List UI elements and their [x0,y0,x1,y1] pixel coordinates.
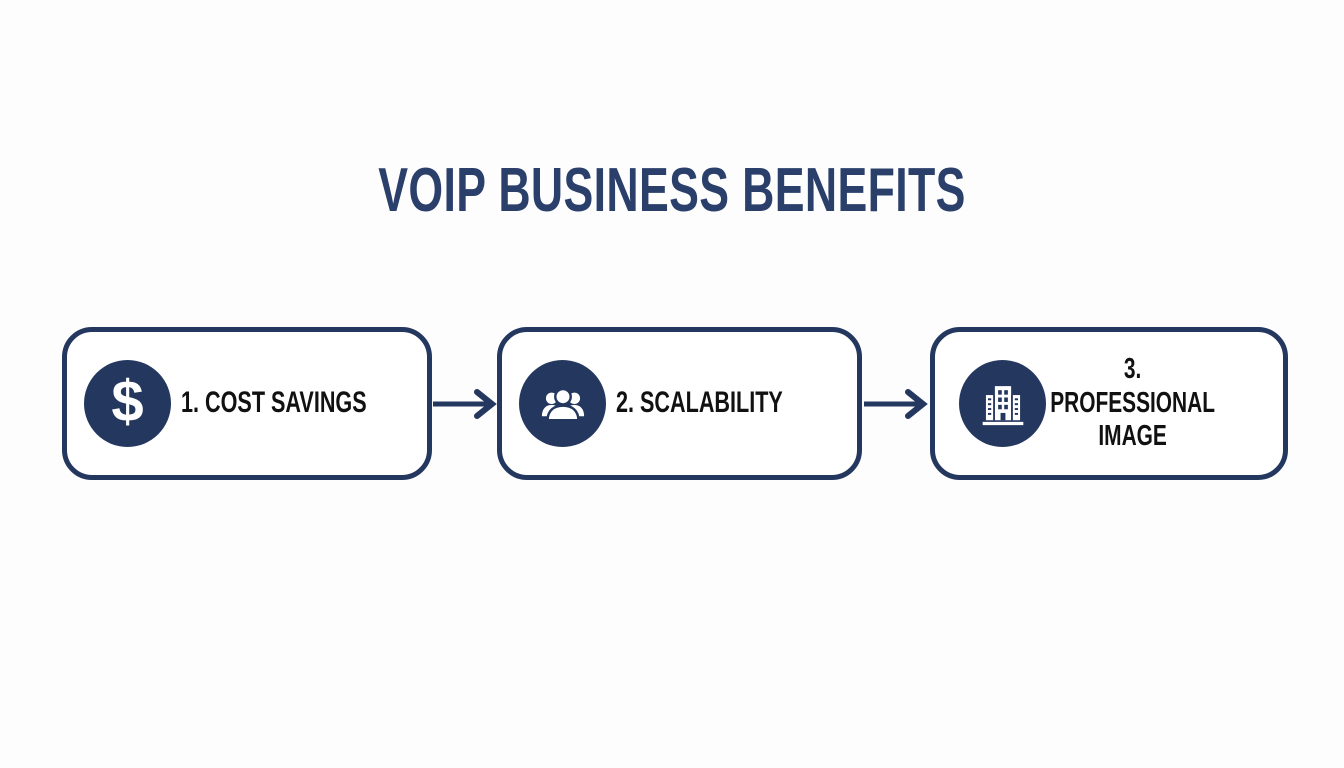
step-card-professional-image: 3. PROFESSIONAL IMAGE [930,327,1288,480]
step-card-cost-savings: $ 1. COST SAVINGS [62,327,432,480]
step-card-scalability: 2. SCALABILITY [497,327,862,480]
arrow-right-icon [862,388,930,420]
step-label-cost-savings: 1. COST SAVINGS [181,386,367,420]
step-label-professional-image: 3. PROFESSIONAL IMAGE [1050,353,1215,453]
dollar-icon: $ [84,360,171,447]
diagram-title-text: VOIP BUSINESS BENEFITS [378,156,966,225]
benefits-flow: $ 1. COST SAVINGS [62,327,1288,480]
step-label-scalability: 2. SCALABILITY [616,386,783,420]
diagram-title: VOIP BUSINESS BENEFITS [0,155,1344,226]
dollar-glyph: $ [111,368,144,434]
arrow-right-icon [432,388,497,420]
building-icon [959,360,1046,447]
people-icon [519,360,606,447]
